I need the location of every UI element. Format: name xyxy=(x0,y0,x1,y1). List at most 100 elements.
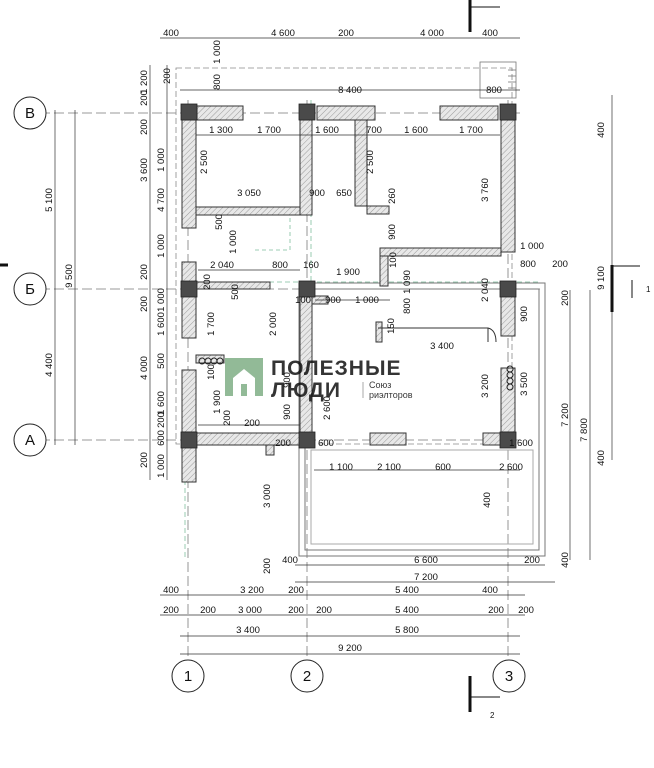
dim-int-31: 3 400 xyxy=(430,341,454,352)
dim-left-in-6: 1 600 xyxy=(156,312,167,336)
dim-room-2: 1 700 xyxy=(257,125,281,136)
dim-int-18: 200 xyxy=(552,259,568,270)
dim-int-29: 800 xyxy=(402,298,413,314)
dim-int-30: 900 xyxy=(519,306,530,322)
dim-bot2-7: 200 xyxy=(488,605,504,616)
dim-int-40: 200 xyxy=(275,438,291,449)
dim-room-6: 1 700 xyxy=(459,125,483,136)
dim-terrace-1: 400 xyxy=(282,555,298,566)
dim-int-43: 1 100 xyxy=(329,462,353,473)
watermark-sub1: Союз xyxy=(369,380,391,390)
dim-bot2-4: 200 xyxy=(288,605,304,616)
dim-int-10: 900 xyxy=(387,224,398,240)
columns xyxy=(180,103,517,449)
dim-right-1: 400 xyxy=(596,122,607,138)
dim-int-2: 3 050 xyxy=(237,188,261,199)
dim-int-27: 2 000 xyxy=(268,312,279,336)
dim-int-13: 800 xyxy=(272,260,288,271)
dim-int-39: 200 xyxy=(244,418,260,429)
dim-bot2-5: 200 xyxy=(316,605,332,616)
axis-label-3: 3 xyxy=(505,668,513,685)
dim-int-36: 900 xyxy=(282,404,293,420)
dim-left-in-4: 200 xyxy=(139,264,150,280)
dim-int-1: 2 500 xyxy=(199,150,210,174)
dim-int-46: 2 600 xyxy=(499,462,523,473)
dim-right-3: 200 xyxy=(560,290,571,306)
dim-bot3-2: 5 800 xyxy=(395,625,419,636)
dim-left-mid-5: 1 000 xyxy=(156,454,167,478)
dim-int-16: 100 xyxy=(388,252,399,268)
dim-int-50: 1 000 xyxy=(212,40,223,64)
dim-left-in-8: 1 600 xyxy=(156,391,167,415)
section-mark-1-label: 1 xyxy=(646,285,651,294)
dim-right-7: 400 xyxy=(560,552,571,568)
dim-left-in-3: 200 xyxy=(139,119,150,135)
dim-right-4: 7 200 xyxy=(560,403,571,427)
walls xyxy=(181,105,516,483)
dim-bot3-1: 3 400 xyxy=(236,625,260,636)
dim-int-8: 500 xyxy=(214,214,225,230)
dimension-labels: 400 4 600 200 4 000 400 8 400 800 1 300 … xyxy=(44,28,607,654)
dim-right-5: 7 800 xyxy=(579,418,590,442)
dim-top-800: 800 xyxy=(486,85,502,96)
dim-int-51: 800 xyxy=(212,74,223,90)
dim-room-4: 700 xyxy=(366,125,382,136)
dim-bot1-4: 5 400 xyxy=(395,585,419,596)
dim-int-44: 2 100 xyxy=(377,462,401,473)
dim-left-mid-3: 1 000 xyxy=(156,234,167,258)
dim-left-mid-1: 3 600 xyxy=(139,158,150,182)
dimension-lines xyxy=(54,37,613,655)
dim-bot2-1: 200 xyxy=(163,605,179,616)
dim-left-in-10: 200 xyxy=(139,452,150,468)
dim-int-48: 400 xyxy=(482,492,493,508)
dim-int-24: 2 040 xyxy=(480,278,491,302)
axis-label-1: 1 xyxy=(184,668,192,685)
dim-int-55: 1 000 xyxy=(156,288,167,312)
stair xyxy=(479,61,517,99)
dim-bot1-5: 400 xyxy=(482,585,498,596)
dim-room-3: 1 600 xyxy=(315,125,339,136)
dim-int-38: 3 200 xyxy=(480,374,491,398)
dim-int-7: 260 xyxy=(387,188,398,204)
dim-int-4: 650 xyxy=(336,188,352,199)
watermark-logo: ПОЛЕЗНЫЕ ЛЮДИ Союз риэлторов xyxy=(225,357,413,402)
dim-top-4: 4 000 xyxy=(420,28,444,39)
dim-int-32: 100 xyxy=(206,364,217,380)
dim-int-9: 1 000 xyxy=(228,230,239,254)
dim-left-outer-2: 9 500 xyxy=(64,264,75,288)
dim-terrace-total: 7 200 xyxy=(414,572,438,583)
dim-bot2-2: 200 xyxy=(200,605,216,616)
dim-int-12: 2 040 xyxy=(210,260,234,271)
dim-bot4-1: 9 200 xyxy=(338,643,362,654)
dim-left-in-1: 1 200 xyxy=(139,70,150,94)
axis-label-2: 2 xyxy=(303,668,311,685)
dim-int-52: 200 xyxy=(162,68,173,84)
dim-int-22: 1 000 xyxy=(355,295,379,306)
dim-left-outer-3: 4 400 xyxy=(44,353,55,377)
dim-int-37: 2 600 xyxy=(322,396,333,420)
dim-int-14: 160 xyxy=(303,260,319,271)
dim-int-49: 200 xyxy=(262,558,273,574)
dim-right-2: 9 100 xyxy=(596,266,607,290)
axis-label-v: В xyxy=(25,105,35,122)
dim-top-2: 4 600 xyxy=(271,28,295,39)
dim-room-1: 1 300 xyxy=(209,125,233,136)
terrace xyxy=(298,282,546,557)
dim-top-3: 200 xyxy=(338,28,354,39)
dim-int-42: 1 600 xyxy=(509,438,533,449)
dim-int-25: 500 xyxy=(230,284,241,300)
dim-int-47: 3 000 xyxy=(262,484,273,508)
door-swings xyxy=(378,327,497,343)
dim-int-35: 900 xyxy=(282,372,293,388)
axis-label-b: Б xyxy=(25,281,35,298)
dim-bot2-8: 200 xyxy=(518,605,534,616)
dim-int-6: 3 760 xyxy=(480,178,491,202)
watermark-sub2: риэлторов xyxy=(369,390,413,400)
dim-int-41: 600 xyxy=(318,438,334,449)
dim-left-in-5: 200 xyxy=(139,296,150,312)
axis-label-a: А xyxy=(25,432,35,449)
dim-left-mid-4: 4 000 xyxy=(139,356,150,380)
dim-top-1: 400 xyxy=(163,28,179,39)
section-mark-2-label: 2 xyxy=(490,711,495,720)
